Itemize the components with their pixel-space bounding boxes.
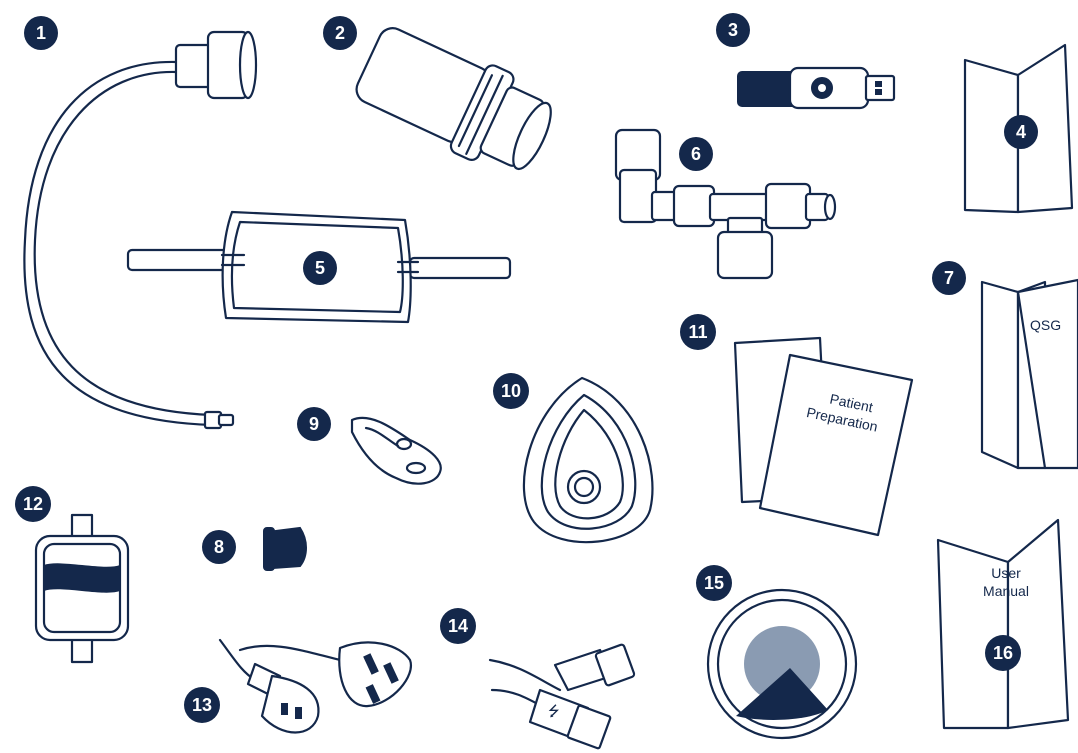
user-manual-icon: User Manual (938, 520, 1068, 728)
power-cable-icon (220, 640, 411, 733)
svg-text:10: 10 (501, 381, 521, 401)
face-mask-icon (524, 378, 653, 542)
svg-text:11: 11 (688, 322, 707, 342)
badge-11: 11 (680, 314, 716, 350)
svg-text:8: 8 (214, 537, 224, 557)
svg-text:2: 2 (335, 23, 345, 43)
badge-5: 5 (303, 251, 337, 285)
cards-icon: Patient Preparation (735, 338, 912, 535)
badge-16: 16 (985, 635, 1021, 671)
nose-clip-icon (352, 418, 441, 484)
usb-stick-icon (738, 68, 894, 108)
svg-text:7: 7 (944, 268, 954, 288)
usb-cable-icon: ⭍ (490, 644, 635, 749)
badge-15: 15 (696, 565, 732, 601)
badge-9: 9 (297, 407, 331, 441)
badge-10: 10 (493, 373, 529, 409)
cap-icon (264, 528, 306, 570)
svg-text:16: 16 (993, 643, 1013, 663)
t-connector-icon (616, 130, 835, 278)
badge-2: 2 (323, 16, 357, 50)
svg-text:1: 1 (36, 23, 46, 43)
svg-text:5: 5 (315, 258, 325, 278)
svg-text:6: 6 (691, 144, 701, 164)
svg-text:⭍: ⭍ (548, 704, 560, 720)
tube-icon (24, 32, 256, 428)
user-manual-line2: Manual (983, 583, 1029, 599)
badge-6: 6 (679, 137, 713, 171)
qsg-leaflet-icon: QSG (982, 280, 1078, 468)
badge-8: 8 (202, 530, 236, 564)
badge-14: 14 (440, 608, 476, 644)
svg-text:13: 13 (192, 695, 212, 715)
badge-12: 12 (15, 486, 51, 522)
badge-13: 13 (184, 687, 220, 723)
filter-icon (36, 515, 128, 662)
svg-text:15: 15 (704, 573, 724, 593)
badge-7: 7 (932, 261, 966, 295)
svg-text:4: 4 (1016, 122, 1026, 142)
sticker-icon (708, 590, 856, 738)
svg-text:12: 12 (23, 494, 43, 514)
user-manual-line1: User (991, 565, 1021, 581)
mouthpiece-icon (349, 16, 564, 184)
badge-3: 3 (716, 13, 750, 47)
badge-4: 4 (1004, 115, 1038, 149)
svg-text:3: 3 (728, 20, 738, 40)
svg-text:9: 9 (309, 414, 319, 434)
badge-1: 1 (24, 16, 58, 50)
qsg-label: QSG (1030, 317, 1061, 333)
svg-text:14: 14 (448, 616, 468, 636)
